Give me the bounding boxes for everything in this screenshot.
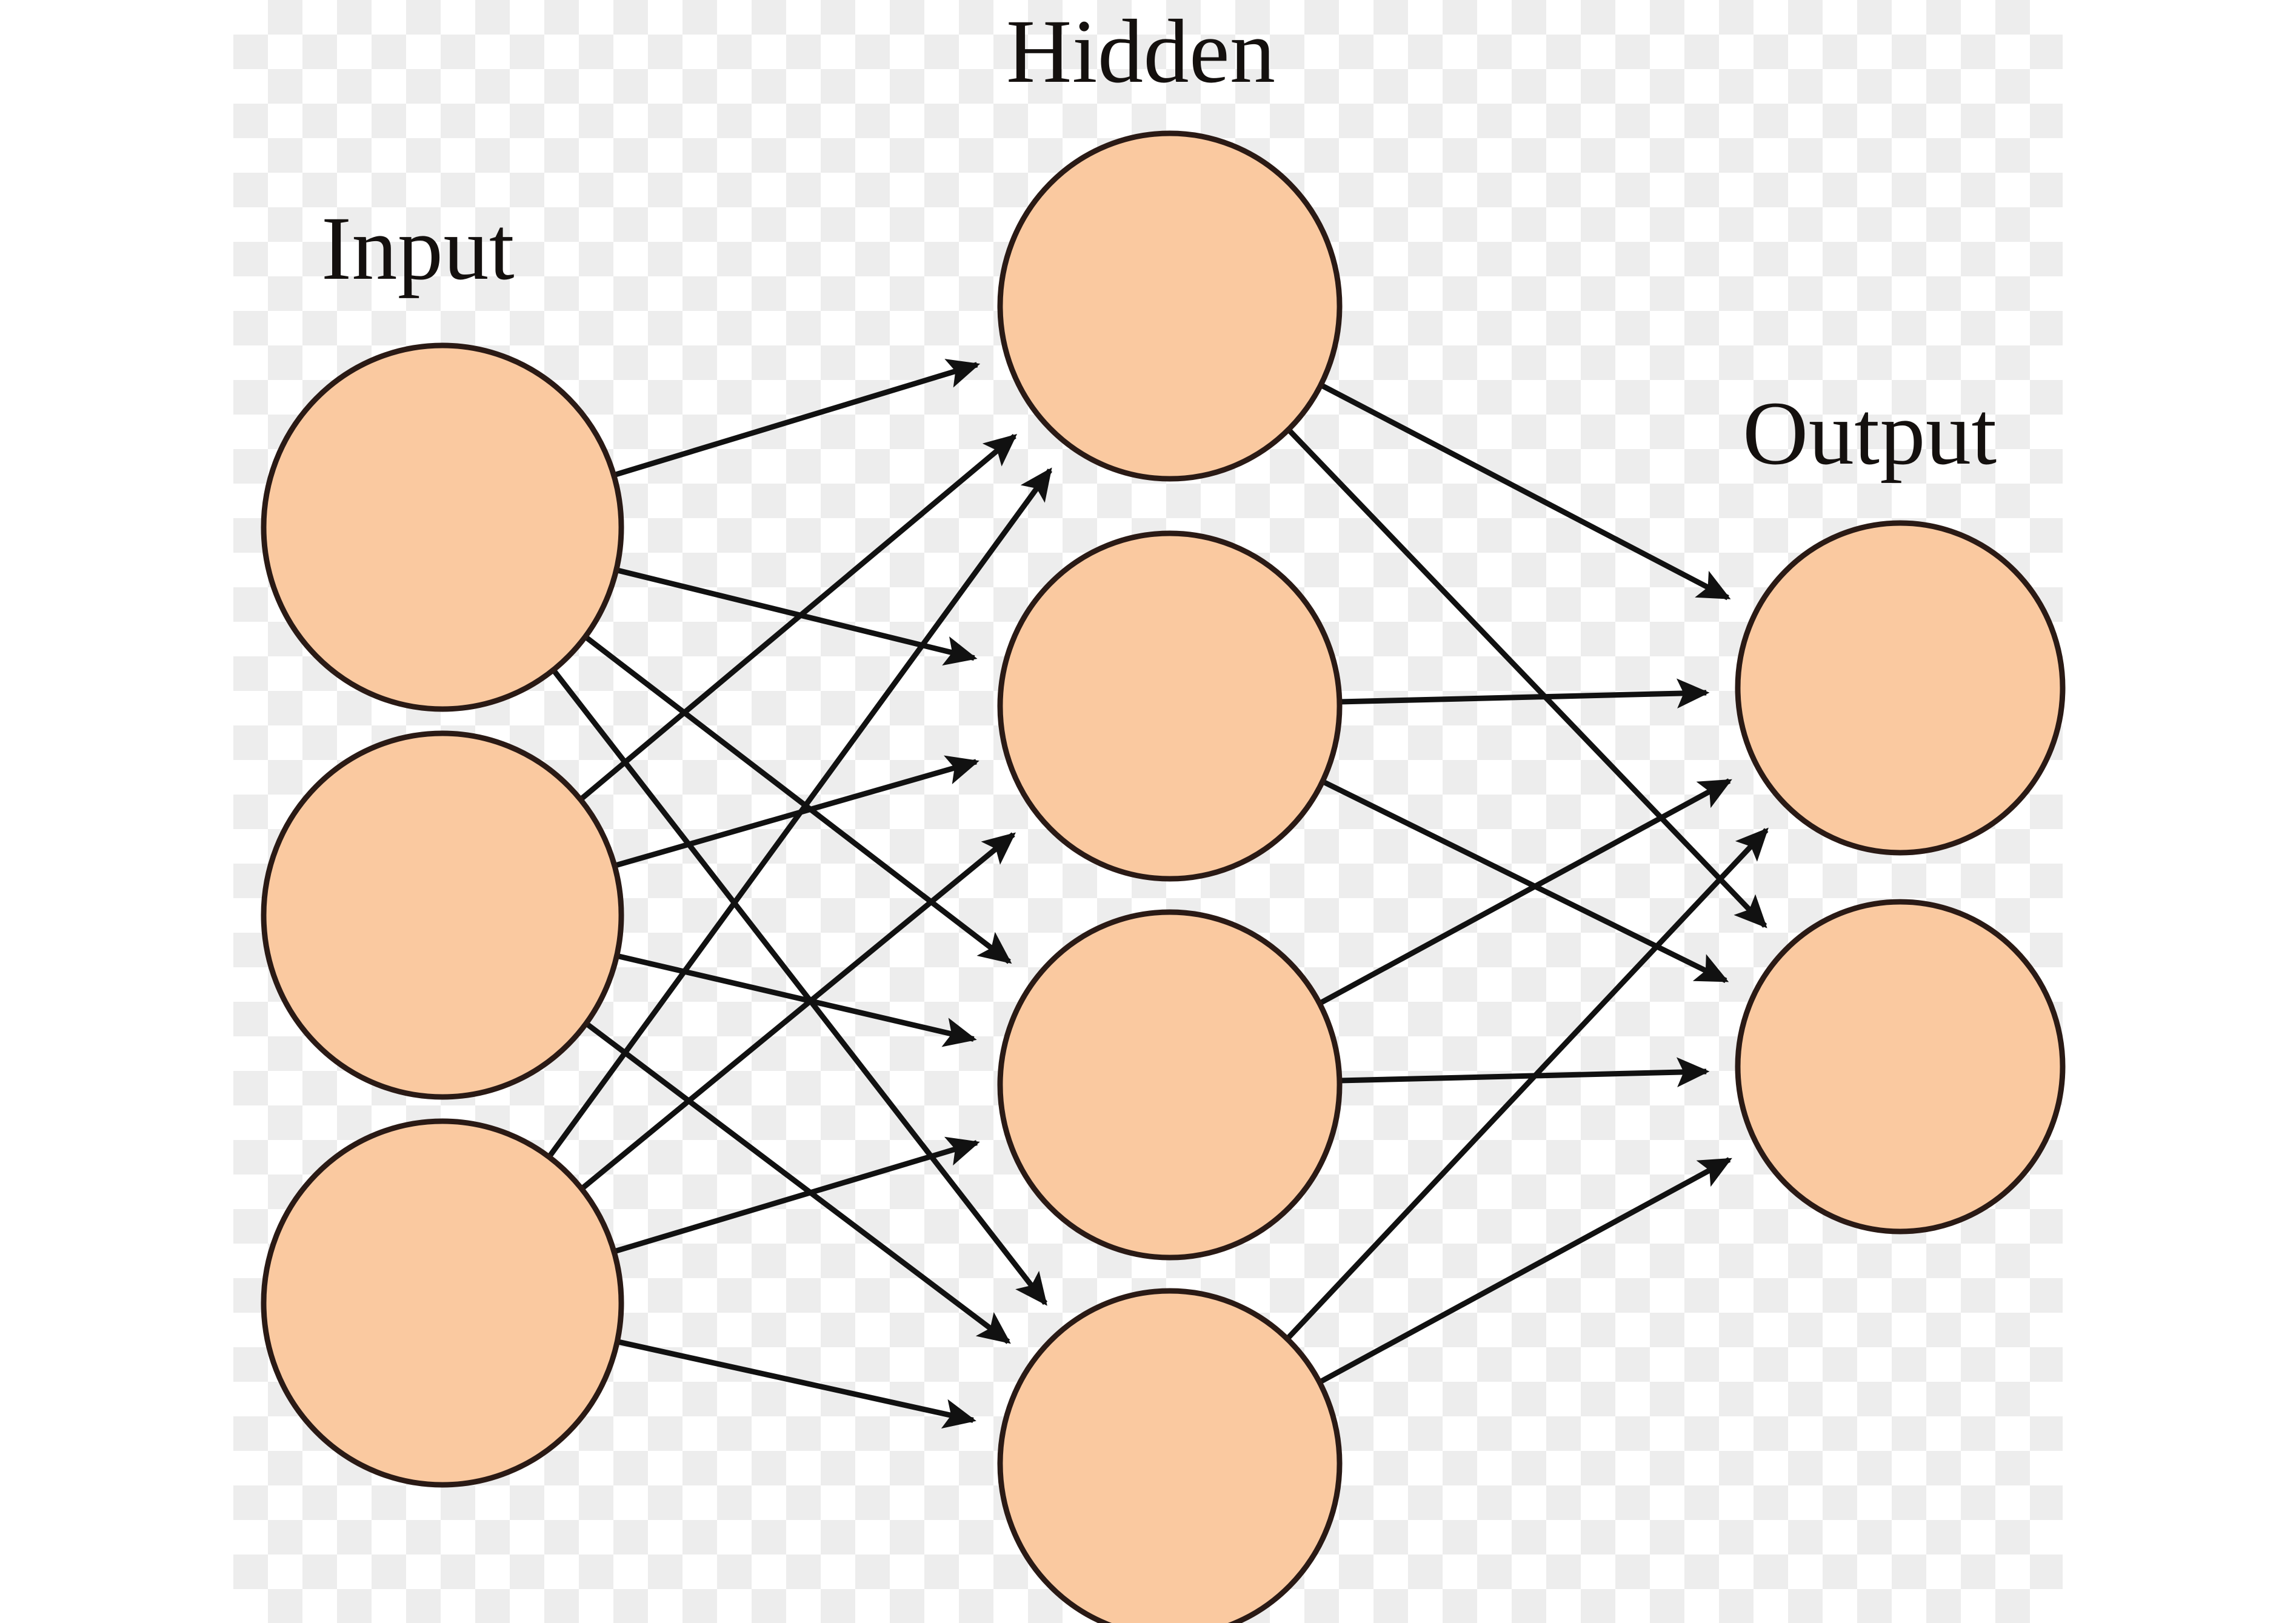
- node-output-1[interactable]: [1735, 520, 2066, 856]
- edge-h2-o1: [1339, 678, 1710, 708]
- node-output-2[interactable]: [1735, 899, 2066, 1235]
- edge-i1-h3: [583, 635, 1012, 964]
- node-input-1[interactable]: [261, 342, 624, 712]
- edge-h3-o2: [1339, 1057, 1710, 1087]
- edge-h4-o1: [1285, 827, 1769, 1341]
- edge-h1-o2: [1286, 427, 1767, 928]
- node-hidden-4[interactable]: [997, 1288, 1343, 1623]
- edge-i2-h4: [584, 1021, 1011, 1344]
- edge-i1-h2: [615, 567, 978, 666]
- edge-layer: [547, 359, 1769, 1429]
- edge-h4-o2: [1318, 1157, 1732, 1385]
- edge-i1-h1: [613, 359, 981, 478]
- edge-i3-h4: [616, 1339, 976, 1429]
- edge-i3-h3: [613, 1136, 980, 1255]
- node-hidden-1[interactable]: [997, 130, 1343, 482]
- node-input-2[interactable]: [261, 730, 624, 1100]
- layer-label-output: Output: [1743, 383, 1997, 484]
- layer-label-input: Input: [321, 198, 515, 299]
- edge-i2-h2: [613, 755, 979, 868]
- node-input-3[interactable]: [261, 1118, 624, 1488]
- edge-h1-o1: [1320, 382, 1731, 601]
- edge-i2-h1: [578, 434, 1018, 802]
- edge-i3-h2: [579, 832, 1016, 1191]
- edge-i3-h1: [547, 467, 1053, 1159]
- edge-i1-h4: [551, 668, 1048, 1306]
- node-layer: [261, 130, 2066, 1623]
- edge-h2-o2: [1321, 779, 1729, 984]
- edge-i2-h3: [616, 953, 977, 1047]
- edge-h3-o1: [1318, 778, 1732, 1006]
- node-hidden-2[interactable]: [997, 530, 1343, 882]
- layer-label-hidden: Hidden: [1006, 1, 1276, 102]
- node-hidden-3[interactable]: [997, 909, 1343, 1261]
